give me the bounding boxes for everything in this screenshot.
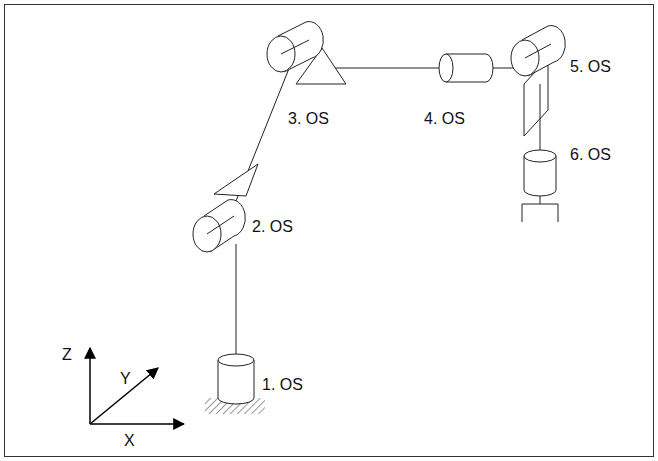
joint-label: 1. OS — [262, 376, 303, 394]
joint-1-cylinder — [218, 354, 254, 404]
joint-4-cylinder — [439, 54, 493, 82]
joint-label: 3. OS — [288, 110, 329, 128]
frame — [5, 5, 654, 457]
joint-label: 2. OS — [252, 218, 293, 236]
axis-label: X — [124, 432, 135, 450]
joint-3-cylinder — [267, 22, 346, 84]
joint-label: 4. OS — [424, 110, 465, 128]
joint-6-cylinder — [522, 150, 558, 222]
joint-label: 5. OS — [570, 58, 611, 76]
links — [222, 66, 522, 354]
axis-label: Z — [62, 346, 72, 364]
joint-5-cylinder — [511, 26, 565, 150]
axes — [90, 348, 184, 424]
joint-label: 6. OS — [570, 146, 611, 164]
axis-label: Y — [120, 370, 131, 388]
joint-2-cylinder — [193, 164, 258, 252]
